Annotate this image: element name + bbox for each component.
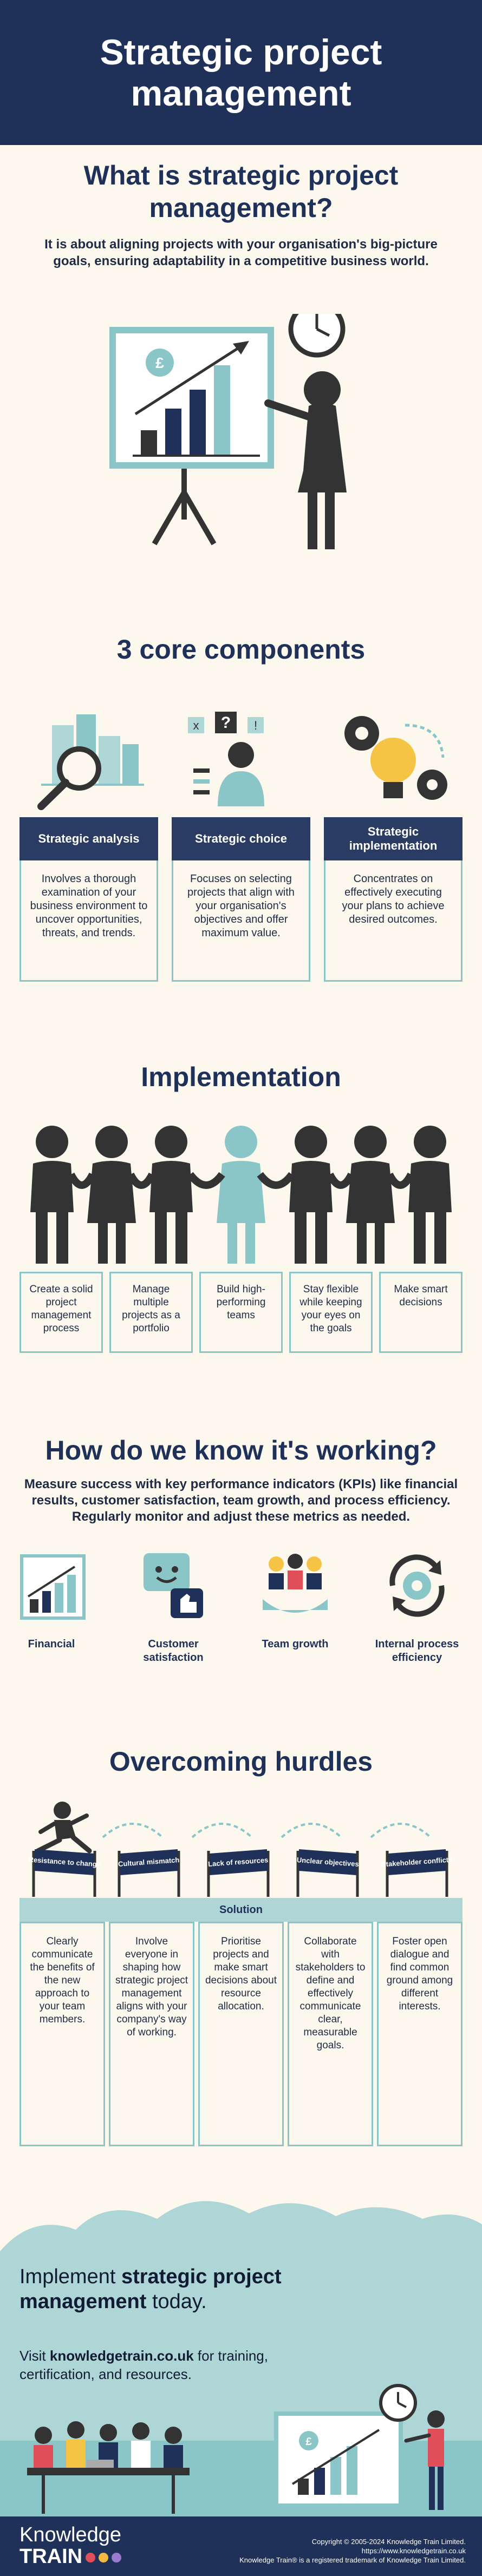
solution-item: Involve everyone in shaping how strategi… xyxy=(109,1922,194,2146)
svg-text:?: ? xyxy=(221,714,231,732)
solution-item: Foster open dialogue and find common gro… xyxy=(377,1922,463,2146)
core-components-section: 3 core components ? x ! Strategic analys… xyxy=(0,633,482,982)
presenter-chart-icon: £ xyxy=(109,314,347,549)
kpi-customer-satisfaction: Customer satisfaction xyxy=(127,1545,219,1665)
kpi-financial: Financial xyxy=(5,1545,97,1651)
kpi-label: Internal process efficiency xyxy=(375,1638,459,1664)
gears-lightbulb-icon xyxy=(344,716,447,800)
cta-website-link[interactable]: knowledgetrain.co.uk xyxy=(49,2348,194,2364)
core-card-analysis: Strategic analysis Involves a thorough e… xyxy=(19,817,158,982)
core-card-body: Focuses on selecting projects that align… xyxy=(172,860,310,982)
footer-url[interactable]: https://www.knowledgetrain.co.uk xyxy=(361,2547,466,2555)
kpi-internal-process: Internal process efficiency xyxy=(371,1545,463,1665)
cta-section: Implement strategic project management t… xyxy=(0,2186,482,2516)
what-section: What is strategic project management? It… xyxy=(0,157,482,568)
kpi-label: Financial xyxy=(28,1638,75,1650)
cta-title-text: today. xyxy=(146,2290,207,2313)
page-header: Strategic project management xyxy=(0,0,482,145)
page-footer: Knowledge TRAIN Copyright © 2005-2024 Kn… xyxy=(0,2516,482,2576)
svg-text:x: x xyxy=(193,719,199,732)
knowledge-train-logo[interactable]: Knowledge TRAIN xyxy=(19,2524,122,2568)
what-description: It is about aligning projects with your … xyxy=(44,237,438,268)
magnifier-city-icon xyxy=(37,714,144,810)
solution-bar: Solution xyxy=(19,1898,463,1922)
cta-visit-text: for training, certification, and resourc… xyxy=(19,2348,268,2382)
core-card-body: Concentrates on effectively executing yo… xyxy=(324,860,463,982)
implementation-step: Make smart decisions xyxy=(379,1272,463,1353)
core-card-implementation: Strategic implementation Concentrates on… xyxy=(324,817,463,982)
implementation-step: Manage multiple projects as a portfolio xyxy=(109,1272,193,1353)
team-growth-icon xyxy=(263,1554,328,1613)
cta-visit-text: Visit xyxy=(19,2348,50,2364)
implementation-step: Build high-performing teams xyxy=(199,1272,283,1353)
logo-dot-icon xyxy=(99,2552,109,2562)
meeting-presenter-illustration: £ xyxy=(27,2384,445,2514)
footer-copyright: Copyright © 2005-2024 Knowledge Train Li… xyxy=(311,2538,466,2546)
kpi-heading: How do we know it's working? xyxy=(45,1435,437,1466)
process-gear-icon xyxy=(389,1554,445,1617)
core-card-title: Strategic choice xyxy=(172,817,310,860)
footer-legal: Copyright © 2005-2024 Knowledge Train Li… xyxy=(239,2537,466,2565)
core-card-title: Strategic analysis xyxy=(19,817,158,860)
cta-visit: Visit knowledgetrain.co.uk for training,… xyxy=(19,2347,301,2383)
cta-title-text: Implement xyxy=(19,2265,121,2288)
core-card-choice: Strategic choice Focuses on selecting pr… xyxy=(172,817,310,982)
hurdles-heading: Overcoming hurdles xyxy=(109,1746,373,1777)
kpi-description: Measure success with key performance ind… xyxy=(24,1477,458,1524)
chat-thumbs-up-icon xyxy=(144,1553,203,1618)
cta-title-bold: strategic project management xyxy=(19,2265,282,2313)
kpi-section: How do we know it's working? Measure suc… xyxy=(0,1434,482,1683)
kpi-team-growth: Team growth xyxy=(249,1545,341,1651)
solution-item: Collaborate with stakeholders to define … xyxy=(288,1922,373,2146)
implementation-step: Create a solid project management proces… xyxy=(19,1272,103,1353)
svg-text:£: £ xyxy=(305,2436,311,2448)
bar-chart-icon xyxy=(20,1554,86,1620)
core-card-title: Strategic implementation xyxy=(324,817,463,860)
footer-trademark: Knowledge Train® is a registered tradema… xyxy=(239,2556,466,2564)
core-card-body: Involves a thorough examination of your … xyxy=(19,860,158,982)
logo-line-2: TRAIN xyxy=(19,2545,83,2568)
svg-text:£: £ xyxy=(155,354,164,371)
kpi-label: Customer satisfaction xyxy=(143,1638,204,1664)
cta-title: Implement strategic project management t… xyxy=(19,2264,323,2314)
core-heading: 3 core components xyxy=(116,634,366,665)
what-heading: What is strategic project management? xyxy=(83,160,399,223)
implementation-section: Implementation xyxy=(0,1061,482,1364)
logo-line-1: Knowledge xyxy=(19,2524,122,2546)
logo-dot-icon xyxy=(86,2552,96,2562)
svg-text:!: ! xyxy=(254,719,257,732)
team-people-icon xyxy=(30,1126,452,1264)
hurdles-section: Overcoming hurdles Resistance to change … xyxy=(0,1745,482,2162)
logo-dot-icon xyxy=(112,2552,122,2562)
solution-item: Clearly communicate the benefits of the … xyxy=(19,1922,105,2146)
person-question-icon: ? x ! xyxy=(188,712,264,806)
implementation-step: Stay flexible while keeping your eyes on… xyxy=(289,1272,373,1353)
kpi-label: Team growth xyxy=(262,1638,329,1650)
implementation-heading: Implementation xyxy=(141,1062,341,1092)
hurdles-flags-illustration: Resistance to change Cultural mismatch L… xyxy=(28,1802,453,1897)
page-title: Strategic project management xyxy=(100,32,382,113)
solution-item: Prioritise projects and make smart decis… xyxy=(198,1922,284,2146)
